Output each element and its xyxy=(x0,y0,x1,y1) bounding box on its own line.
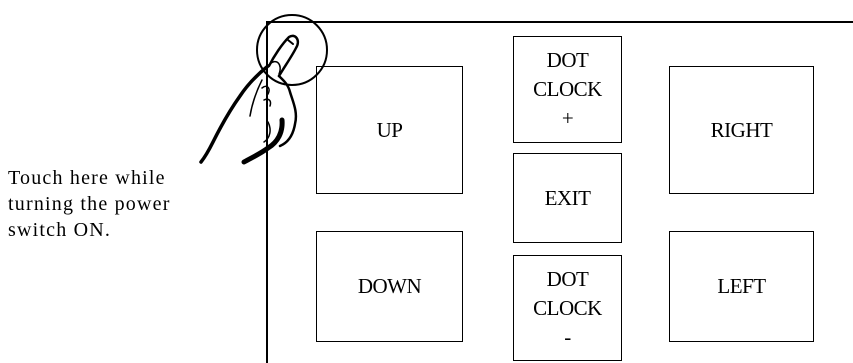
left-button[interactable]: LEFT xyxy=(669,231,814,342)
panel-left-border xyxy=(266,21,268,363)
dot-clock-plus-label-line3: + xyxy=(561,106,574,130)
down-button[interactable]: DOWN xyxy=(316,231,463,342)
caption-line-2: turning the power xyxy=(8,193,171,215)
left-button-label: LEFT xyxy=(717,274,766,298)
dot-clock-minus-label-line3: - xyxy=(564,324,571,349)
right-button-label: RIGHT xyxy=(710,117,773,142)
panel-top-border xyxy=(266,21,853,23)
caption-line-1: Touch here while xyxy=(8,167,166,189)
up-button[interactable]: UP xyxy=(316,66,463,194)
right-button[interactable]: RIGHT xyxy=(669,66,814,194)
exit-button-label: EXIT xyxy=(544,185,591,210)
down-button-label: DOWN xyxy=(357,274,422,298)
pointing-hand-icon xyxy=(199,34,300,165)
dot-clock-plus-label-line1: DOT xyxy=(546,48,589,72)
exit-button[interactable]: EXIT xyxy=(513,153,622,243)
dot-clock-minus-label-line1: DOT xyxy=(546,266,589,291)
up-button-label: UP xyxy=(376,117,403,142)
caption-line-3: switch ON. xyxy=(8,219,112,241)
dot-clock-minus-label-line2: CLOCK xyxy=(533,295,602,320)
instruction-caption: Touch here while turning the power switc… xyxy=(8,165,248,243)
dot-clock-plus-label-line2: CLOCK xyxy=(533,77,602,101)
dot-clock-minus-button[interactable]: DOT CLOCK - xyxy=(513,255,622,361)
dot-clock-plus-button[interactable]: DOT CLOCK + xyxy=(513,36,622,143)
touch-circle-icon[interactable] xyxy=(256,14,328,86)
